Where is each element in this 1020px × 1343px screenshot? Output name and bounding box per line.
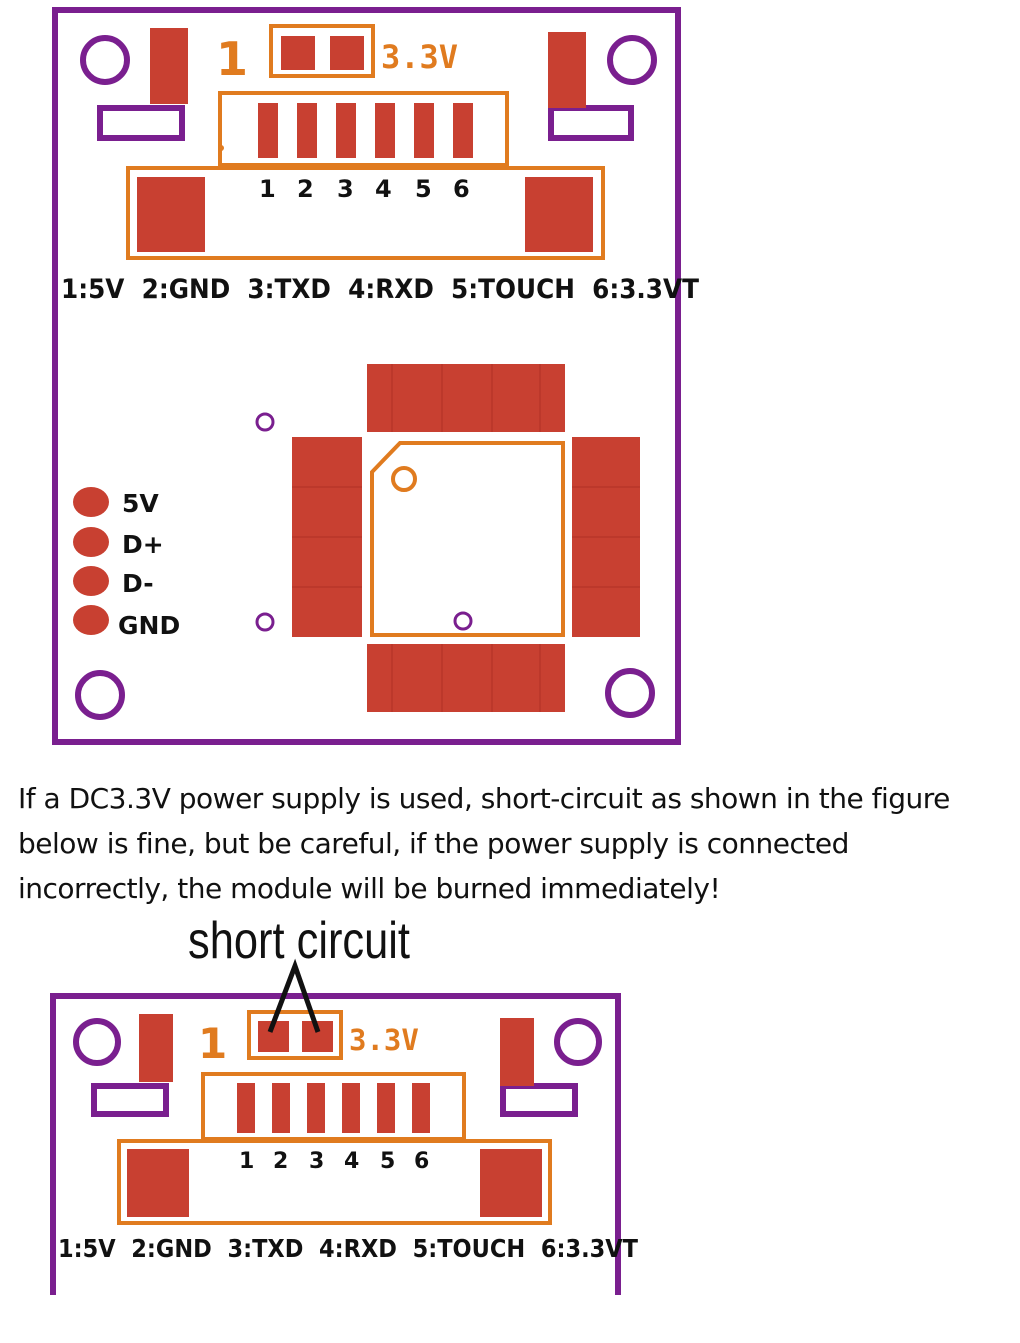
pin-number: 6 bbox=[414, 1149, 429, 1174]
side-pad-right bbox=[548, 32, 586, 108]
via bbox=[453, 611, 473, 631]
pin-legend: 1:5V 2:GND 3:TXD 4:RXD 5:TOUCH 6:3.3VT bbox=[58, 1234, 638, 1263]
jumper-label: 3.3V bbox=[381, 38, 458, 76]
pin-number: 5 bbox=[380, 1149, 395, 1174]
connector-pin bbox=[453, 103, 473, 158]
pin-number: 2 bbox=[273, 1149, 288, 1174]
shroud-pad-right bbox=[525, 177, 593, 252]
connector-pin bbox=[272, 1083, 290, 1133]
short-circuit-callout: short circuit bbox=[188, 912, 410, 970]
pin-number: 4 bbox=[375, 175, 392, 203]
usb-pad-dot bbox=[73, 527, 109, 557]
pin-one-marker: 1 bbox=[198, 1019, 227, 1068]
connector-body bbox=[218, 91, 509, 167]
via bbox=[255, 412, 275, 432]
mounting-hole-top-left bbox=[80, 35, 130, 85]
connector-shroud bbox=[117, 1139, 552, 1225]
shroud-pad-left bbox=[137, 177, 205, 252]
usb-pad-dot bbox=[73, 487, 109, 517]
pin-number: 6 bbox=[453, 175, 470, 203]
pin-number: 2 bbox=[297, 175, 314, 203]
pin-number-row: 1 2 3 4 5 6 bbox=[259, 175, 470, 203]
connector-pin bbox=[342, 1083, 360, 1133]
connector-shroud bbox=[126, 166, 605, 260]
corner-bracket-right bbox=[548, 105, 634, 141]
short-circuit-arrow bbox=[267, 958, 321, 1033]
side-pad-left bbox=[150, 28, 188, 104]
switch-pad-top bbox=[367, 364, 565, 432]
note-line: If a DC3.3V power supply is used, short-… bbox=[18, 782, 950, 815]
mounting-hole-top-left bbox=[73, 1018, 121, 1066]
connector-pin bbox=[377, 1083, 395, 1133]
usb-pad-dot bbox=[73, 566, 109, 596]
connector-dot bbox=[218, 145, 224, 151]
note-line: incorrectly, the module will be burned i… bbox=[18, 872, 721, 905]
connector-pin bbox=[336, 103, 356, 158]
pin-number: 1 bbox=[239, 1149, 254, 1174]
side-pad-left bbox=[139, 1014, 173, 1082]
pin-number: 1 bbox=[259, 175, 276, 203]
shroud-pad-left bbox=[127, 1149, 189, 1217]
usb-pads: 5V D+ D- GND bbox=[73, 487, 180, 640]
pin-number-row: 1 2 3 4 5 6 bbox=[239, 1149, 429, 1174]
usb-pad-label: D- bbox=[122, 569, 154, 598]
top-board: 1 3.3V 1 2 3 4 5 6 1:5V 2:GN bbox=[52, 7, 700, 745]
mounting-hole-top-right bbox=[554, 1018, 602, 1066]
switch-body bbox=[370, 441, 565, 637]
jumper-outline bbox=[247, 1010, 343, 1060]
pin-number: 3 bbox=[337, 175, 354, 203]
switch-footprint bbox=[292, 364, 640, 712]
jumper-label: 3.3V bbox=[349, 1023, 419, 1057]
note-line: below is fine, but be careful, if the po… bbox=[18, 827, 849, 860]
connector-pin bbox=[375, 103, 395, 158]
connector-pins bbox=[237, 1083, 430, 1133]
corner-bracket-left bbox=[91, 1083, 169, 1117]
connector-pin bbox=[307, 1083, 325, 1133]
shroud-pad-right bbox=[480, 1149, 542, 1217]
mounting-hole-bottom-left bbox=[75, 670, 125, 720]
usb-pad-dot bbox=[73, 605, 109, 635]
corner-bracket-left bbox=[97, 105, 185, 141]
via bbox=[255, 612, 275, 632]
power-warning-note: If a DC3.3V power supply is used, short-… bbox=[18, 776, 1008, 911]
pin-one-marker: 1 bbox=[216, 32, 248, 86]
switch-orientation-mark bbox=[391, 466, 417, 492]
jumper-outline bbox=[269, 24, 375, 78]
connector-pin bbox=[258, 103, 278, 158]
connector-pins bbox=[258, 103, 473, 158]
side-pad-right bbox=[500, 1018, 534, 1086]
jumper-pad-right bbox=[330, 36, 364, 70]
connector-pin bbox=[237, 1083, 255, 1133]
connector-pin bbox=[297, 103, 317, 158]
board-outline bbox=[50, 993, 621, 1295]
pin-number: 5 bbox=[415, 175, 432, 203]
usb-pad-label: GND bbox=[118, 611, 180, 640]
mounting-hole-top-right bbox=[607, 35, 657, 85]
corner-bracket-right bbox=[500, 1083, 578, 1117]
usb-pad-label: 5V bbox=[122, 489, 159, 518]
pin-number: 3 bbox=[309, 1149, 324, 1174]
pin-number: 4 bbox=[344, 1149, 359, 1174]
mounting-hole-bottom-right bbox=[605, 668, 655, 718]
bottom-board: 1 3.3V 1 2 3 4 5 6 1:5V 2:GND 3:TXD 4:RX… bbox=[50, 912, 638, 1295]
pin-legend: 1:5V 2:GND 3:TXD 4:RXD 5:TOUCH 6:3.3VT bbox=[61, 274, 700, 305]
jumper-pad-left bbox=[281, 36, 315, 70]
pad-seams bbox=[292, 364, 640, 712]
connector-pin bbox=[412, 1083, 430, 1133]
usb-pad-label: D+ bbox=[122, 530, 164, 559]
switch-pad-bottom bbox=[367, 644, 565, 712]
connector-pin bbox=[414, 103, 434, 158]
